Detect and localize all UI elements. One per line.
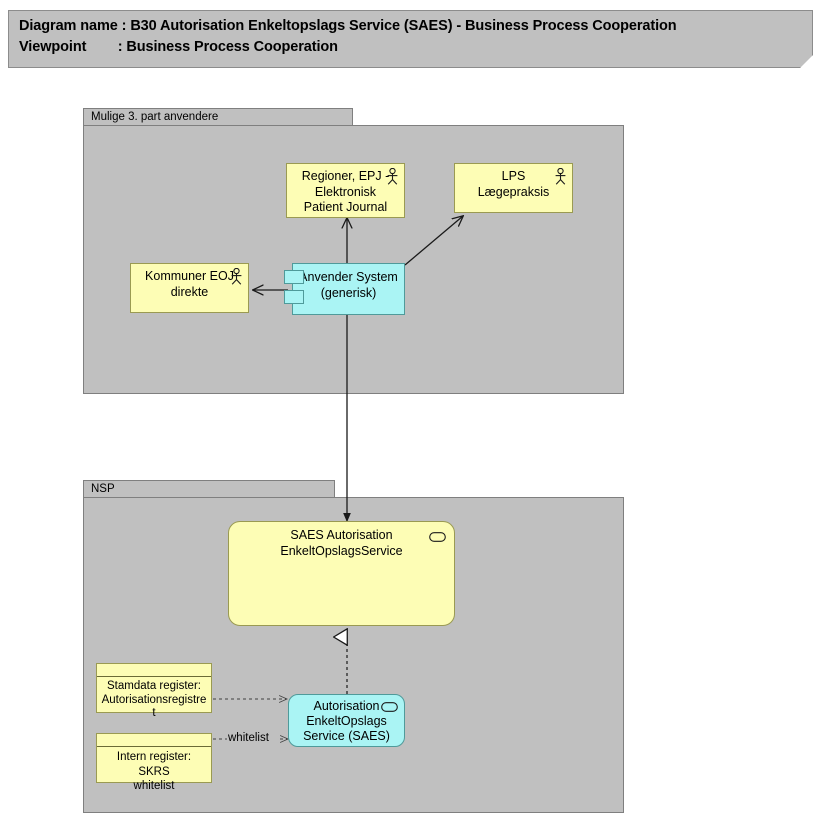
node-lps-laegepraksis[interactable]: LPS Lægepraksis (454, 163, 573, 213)
node-intern-register-skrs[interactable]: Intern register: SKRS whitelist (96, 733, 212, 792)
register-header-strip (97, 664, 211, 677)
service-oval-icon (429, 532, 446, 542)
node-lps-laegepraksis-label: LPS Lægepraksis (477, 169, 550, 199)
group-third-party-users-label: Mulige 3. part anvendere (91, 111, 219, 123)
node-regioner-epj-label: Regioner, EPJ - Elektronisk Patient Jour… (301, 169, 390, 214)
edge-label-whitelist: whitelist (228, 732, 269, 744)
component-icon-tab-upper (284, 270, 304, 284)
service-oval-icon (381, 702, 398, 712)
actor-icon (387, 168, 398, 185)
node-saes-autorisation-enkeltopslagsservice-label: SAES Autorisation EnkeltOpslagsService (280, 528, 403, 558)
node-autorisation-enkeltopslags-service-label: Autorisation EnkeltOpslags Service (SAES… (303, 699, 390, 743)
diagram-name-text: Diagram name : B30 Autorisation Enkeltop… (19, 18, 677, 34)
node-kommuner-eoj[interactable]: Kommuner EOJ direkte (130, 263, 249, 313)
group-nsp-label-tab: NSP (83, 480, 335, 497)
register-header-strip (97, 734, 211, 747)
viewpoint-text: Viewpoint : Business Process Cooperation (19, 39, 338, 55)
node-autorisation-enkeltopslags-service[interactable]: Autorisation EnkeltOpslags Service (SAES… (288, 694, 405, 747)
node-stamdata-register-label: Stamdata register: Autorisationsregistre… (101, 680, 207, 719)
component-icon-tab-lower (284, 290, 304, 304)
diagram-title-banner: Diagram name : B30 Autorisation Enkeltop… (8, 10, 813, 68)
node-anvender-system[interactable]: Anvender System (generisk) (292, 263, 405, 315)
node-anvender-system-label: Anvender System (generisk) (299, 270, 398, 300)
group-third-party-users[interactable]: Mulige 3. part anvendere (83, 108, 624, 394)
group-third-party-users-label-tab: Mulige 3. part anvendere (83, 108, 353, 125)
actor-icon (555, 168, 566, 185)
node-regioner-epj[interactable]: Regioner, EPJ - Elektronisk Patient Jour… (286, 163, 405, 218)
node-saes-autorisation-enkeltopslagsservice[interactable]: SAES Autorisation EnkeltOpslagsService (228, 521, 455, 626)
node-stamdata-register[interactable]: Stamdata register: Autorisationsregistre… (96, 663, 212, 719)
group-nsp-label: NSP (91, 483, 115, 495)
node-intern-register-skrs-label: Intern register: SKRS whitelist (116, 751, 192, 792)
actor-icon (231, 268, 242, 285)
node-kommuner-eoj-label: Kommuner EOJ direkte (145, 269, 234, 299)
